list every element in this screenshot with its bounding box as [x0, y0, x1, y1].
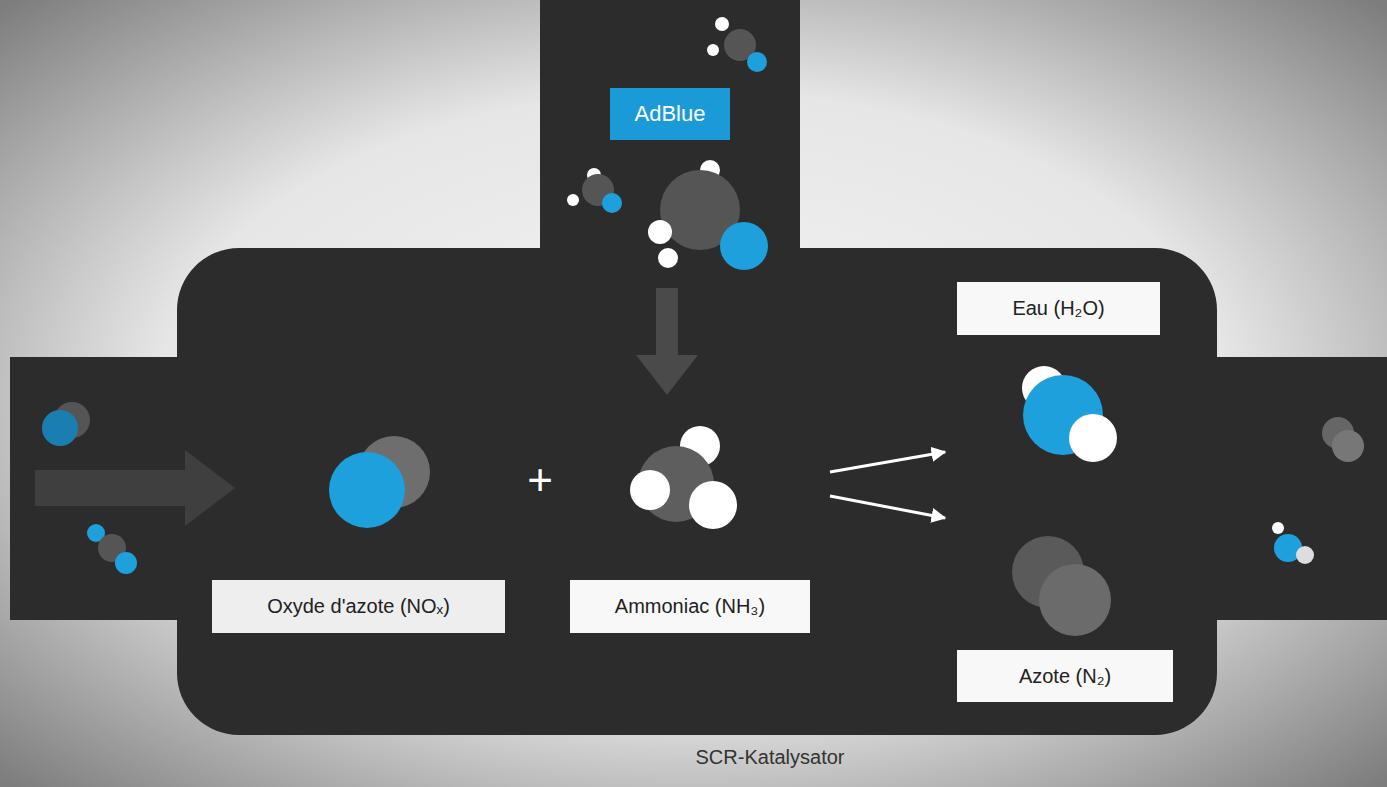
exhaust-molecules: [42, 402, 1364, 574]
reaction-arrow: [830, 452, 945, 472]
caption: SCR-Katalysator: [696, 746, 845, 769]
reaction-arrow: [830, 496, 945, 518]
node-label: Ammoniac (NH₃): [615, 595, 765, 618]
plus-sign: +: [527, 455, 553, 505]
adblue-molecules: [567, 17, 768, 270]
nox-molecule: [329, 436, 430, 528]
node-label: Azote (N₂): [1019, 665, 1111, 688]
nitrogen-molecule: [1012, 536, 1111, 636]
node-label: AdBlue: [635, 101, 706, 127]
label-box: Eau (H₂O): [957, 282, 1160, 335]
water-molecule: [1022, 366, 1117, 462]
node-label: Eau (H₂O): [1012, 297, 1104, 320]
flow-arrow: [35, 450, 235, 526]
label-box: Oxyde d'azote (NOₓ): [212, 580, 505, 633]
node-label: Oxyde d'azote (NOₓ): [267, 595, 450, 618]
label-box: Ammoniac (NH₃): [570, 580, 810, 633]
nh3-molecule: [630, 426, 737, 529]
label-box: Azote (N₂): [957, 650, 1173, 702]
adblue-box: AdBlue: [610, 88, 730, 140]
exhaust-pipe: [10, 0, 1387, 735]
dosing-arrow: [636, 288, 698, 395]
